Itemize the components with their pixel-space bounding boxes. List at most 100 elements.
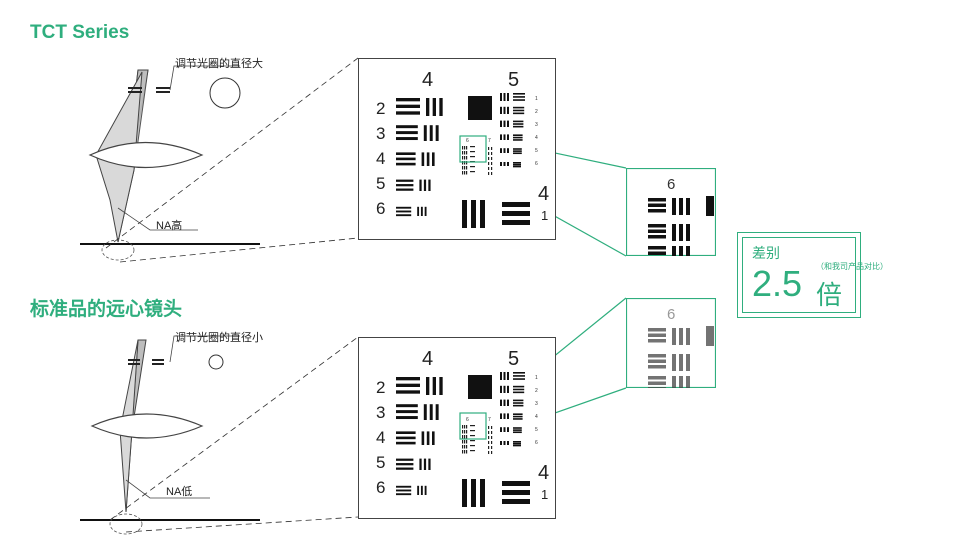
top-inner-hbar [470,156,475,158]
bottom-h-bar [396,404,418,408]
top-group-label-left: 4 [422,69,433,91]
bottom-inner-bar [491,451,493,454]
top-h-bar [396,131,418,135]
top-small-v-bar [503,134,506,140]
top-inner-bar [462,171,464,175]
bottom-focus-circle [109,513,143,535]
bottom-g4-v-bar [480,479,485,507]
top-inner-bar [466,151,468,155]
top-small-v-bar [507,93,509,101]
bottom-small-v-bar [507,372,509,380]
top-h-bar [396,184,414,187]
bottom-small-h-bar [513,388,525,391]
bottom-small-h-bar [513,372,525,374]
top-small-h-bar [513,148,522,150]
bottom-small-v-bar [507,399,509,406]
top-v-bar [428,179,431,191]
top-small-row-number: 2 [535,109,538,115]
top-inner-bar [462,146,464,150]
top-zoom-edge-block [706,196,714,216]
bottom-small-row-number: 5 [535,427,538,433]
bottom-black-square [468,375,492,399]
top-zoom-h-bar [648,224,666,228]
bottom-v-bar [426,377,430,395]
top-lens [88,142,204,168]
bottom-inner-bar [466,425,468,429]
top-small-v-bar [507,106,509,114]
top-inner-bar [488,172,490,175]
top-small-v-bar [503,93,506,101]
top-group-label-right: 5 [508,69,519,91]
bottom-inner-bar [491,426,493,429]
top-v-bar [417,206,420,216]
bottom-aperture-circle [208,354,224,370]
top-small-v-bar [500,162,502,166]
top-zoom-h-bar [648,235,666,239]
bottom-small-h-bar [513,444,521,447]
top-inner-hbar [470,151,475,153]
bottom-v-bar [432,431,435,445]
bottom-small-v-bar [503,427,506,432]
difference-badge: 差别 2.5 倍 （和我司产品对比） [737,232,888,318]
top-row-number: 6 [376,199,385,218]
top-inner-bar [466,156,468,160]
top-v-bar [435,125,439,141]
top-h-bar [396,152,416,155]
title-standard-lens: 标准品的远心镜头 [30,299,183,320]
top-zoom-panel: 6 [626,168,716,256]
bottom-zoom-v-bar [686,376,690,388]
top-inner-bar [488,152,490,155]
top-small-v-bar [500,106,502,114]
bottom-v-bar [429,404,433,420]
top-small-v-bar [503,120,506,127]
bottom-inner-bar [462,450,464,454]
bottom-inner-bar [491,431,493,434]
bottom-inner-bar [462,430,464,434]
top-na-leader [117,207,198,231]
top-zoom-v-bar [686,246,690,256]
top-v-bar [424,206,427,216]
bottom-small-h-bar [513,427,522,429]
top-small-v-bar [507,148,509,153]
bottom-zoom-label: 6 [667,306,675,323]
top-inner-bar [464,156,466,160]
top-inner-label: 7 [488,138,491,144]
bottom-zoom-h-bar [648,387,666,388]
bottom-small-v-bar [500,413,502,419]
top-corner-group: 4 [538,183,549,205]
top-small-v-bar [503,148,506,153]
bottom-inner-bar [491,441,493,444]
top-row-number: 4 [376,149,385,168]
bottom-inner-bar [466,440,468,444]
top-zoom-v-bar [679,224,683,241]
top-small-h-bar [513,163,521,166]
bottom-zoom-h-bar [648,354,666,358]
top-small-h-bar [513,162,521,164]
bottom-group-label-right: 5 [508,348,519,370]
bottom-zoom-h-bar [648,376,666,380]
top-inner-hbar [470,146,475,148]
top-zoom-h-bar [648,203,666,207]
bottom-inner-bar [464,430,466,434]
bottom-h-bar [396,463,414,466]
bottom-aperture-leader [169,335,240,363]
bottom-v-bar [419,458,422,470]
bottom-inner-bar [464,435,466,439]
bottom-small-v-bar [500,399,502,406]
bottom-small-v-bar [503,385,506,393]
bottom-inner-bar [488,426,490,429]
bottom-zoom-h-bar [648,333,666,337]
top-v-bar [439,98,443,116]
top-inner-bar [488,167,490,170]
top-inner-bar [491,167,493,170]
top-inner-bar [488,157,490,160]
top-h-bar [396,104,420,108]
top-small-v-bar [500,120,502,127]
bottom-v-bar [435,404,439,420]
bottom-v-bar [439,377,443,395]
bottom-zoom-v-bar [672,354,676,371]
top-inner-bar [466,171,468,175]
top-zoom-region [459,135,487,163]
bottom-inner-bar [491,446,493,449]
